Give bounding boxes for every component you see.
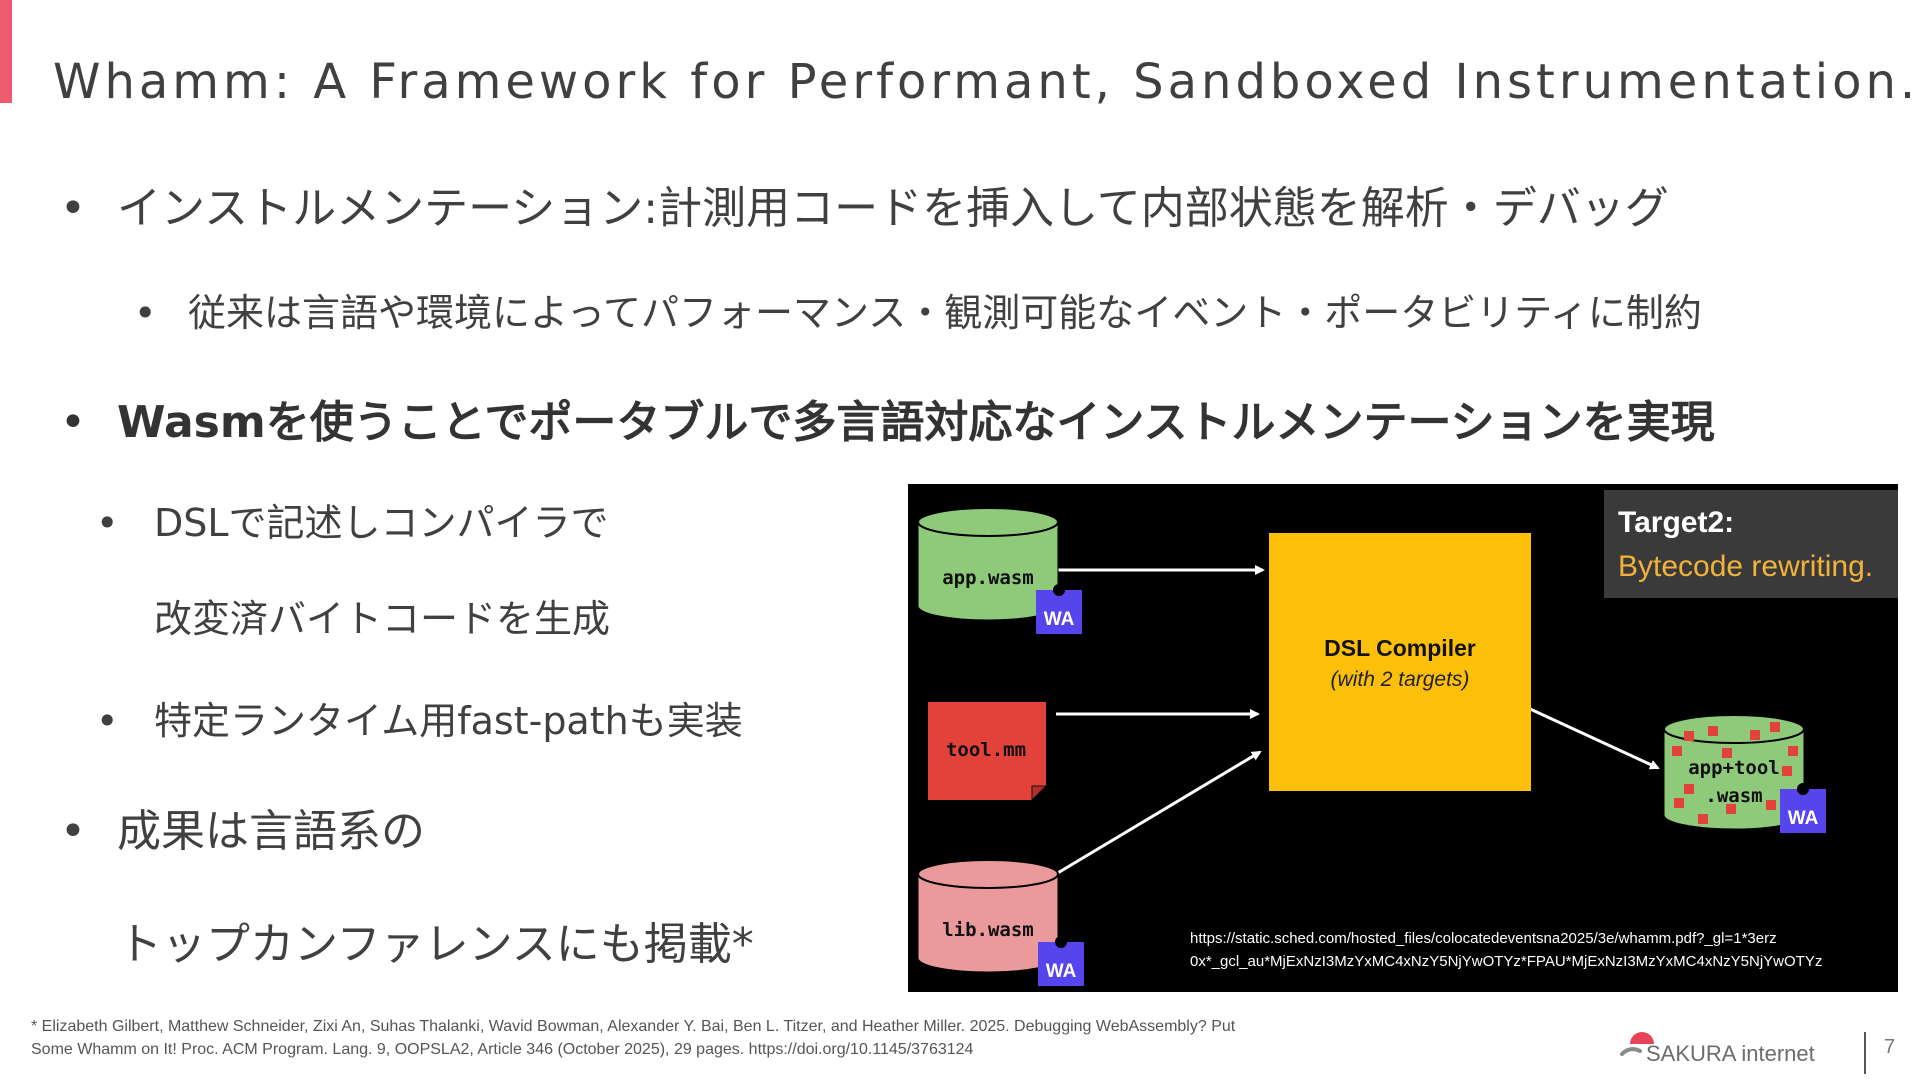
target-title: Target2:: [1618, 506, 1735, 539]
wa-badge: [1036, 590, 1082, 634]
bullet-text: 成果は言語系の: [117, 806, 425, 857]
source-url-line2: 0x*_gcl_au*MjExNzI3MzYxMC4xNzY5NjYwOTYz*…: [1190, 953, 1823, 970]
bullet-instrumentation: • インストルメンテーション:計測用コードを挿入して内部状態を解析・デバッグ: [60, 172, 1669, 236]
sakura-internet-logo: SAKURA internet: [1618, 1024, 1828, 1070]
sakura-logo-icon: [1620, 1032, 1654, 1056]
bullet-text: Wasmを使うことでポータブルで多言語対応なインストルメンテーションを実現: [117, 397, 1715, 448]
app-wasm-cylinder: app.wasm WA: [917, 507, 1082, 634]
tool-mm-file: tool.mm: [928, 702, 1048, 802]
lib-wasm-cylinder: lib.wasm WA: [917, 859, 1084, 986]
app-tool-wasm-cylinder: app+tool .wasm WA: [1663, 714, 1826, 833]
compiler-title: DSL Compiler: [1324, 635, 1476, 661]
footnote-line1: * Elizabeth Gilbert, Matthew Schneider, …: [31, 1018, 1236, 1035]
bullet-text: DSLで記述しコンパイラで: [154, 501, 609, 545]
diagram-canvas: app.wasm WA tool.mm lib.wasm WA DSL Comp…: [917, 507, 1826, 986]
bullet-text: 特定ランタイム用fast-pathも実装: [154, 699, 743, 743]
title-accent-bar: [0, 0, 12, 103]
output-label-line2: .wasm: [1705, 785, 1762, 807]
tool-mm-label: tool.mm: [946, 739, 1026, 761]
page-number: 7: [1884, 1036, 1896, 1058]
wa-badge-text: WA: [1046, 961, 1077, 982]
slide-title: Whamm: A Framework for Performant, Sandb…: [53, 54, 1920, 111]
citation-footnote: * Elizabeth Gilbert, Matthew Schneider, …: [31, 1015, 1235, 1061]
bullet-marker: •: [96, 699, 119, 743]
bullet-marker: •: [60, 806, 86, 857]
bullet-marker: •: [60, 397, 86, 448]
sub-bullet-dsl-continuation: 改変済バイトコードを生成: [154, 597, 611, 641]
wa-badge: [1038, 942, 1084, 986]
wa-badge-text: WA: [1788, 808, 1819, 829]
arrow-compiler-to-output: [1527, 706, 1660, 770]
source-url: https://static.sched.com/hosted_files/co…: [1190, 927, 1822, 973]
wa-badge: [1780, 789, 1826, 833]
arrow-lib-to-compiler: [1055, 750, 1262, 876]
compiler-subtitle: (with 2 targets): [1331, 668, 1470, 691]
bullet-marker: •: [60, 183, 86, 234]
bullet-marker: •: [134, 291, 157, 335]
footnote-line2: Some Whamm on It! Proc. ACM Program. Lan…: [31, 1041, 974, 1058]
bullet-marker: •: [96, 501, 119, 545]
output-label-line1: app+tool: [1688, 757, 1780, 779]
arrows: [1055, 565, 1660, 876]
bullet-results: • 成果は言語系の: [60, 795, 425, 859]
wa-badge-text: WA: [1044, 609, 1075, 630]
target2-callout: Target2: Bytecode rewriting.: [1604, 490, 1898, 598]
sub-bullet-limitations: • 従来は言語や環境によってパフォーマンス・観測可能なイベント・ポータビリティに…: [134, 282, 1702, 337]
bullet-results-continuation: トップカンファレンスにも掲載*: [118, 919, 754, 970]
target-subtitle: Bytecode rewriting.: [1618, 550, 1874, 583]
app-wasm-label: app.wasm: [942, 567, 1034, 589]
dsl-compiler-box: DSL Compiler (with 2 targets): [1269, 533, 1531, 791]
bullet-wasm: • Wasmを使うことでポータブルで多言語対応なインストルメンテーションを実現: [60, 386, 1715, 450]
bullet-text: 従来は言語や環境によってパフォーマンス・観測可能なイベント・ポータビリティに制約: [188, 291, 1702, 335]
whamm-architecture-diagram: app.wasm WA tool.mm lib.wasm WA DSL Comp…: [908, 484, 1898, 992]
sub-bullet-fast-path: • 特定ランタイム用fast-pathも実装: [96, 690, 743, 745]
logo-text: SAKURA internet: [1646, 1041, 1815, 1066]
page-divider: [1864, 1032, 1866, 1074]
sub-bullet-dsl: • DSLで記述しコンパイラで: [96, 492, 609, 547]
lib-wasm-label: lib.wasm: [942, 919, 1034, 941]
source-url-line1: https://static.sched.com/hosted_files/co…: [1190, 930, 1777, 947]
bullet-text: インストルメンテーション:計測用コードを挿入して内部状態を解析・デバッグ: [117, 183, 1669, 234]
